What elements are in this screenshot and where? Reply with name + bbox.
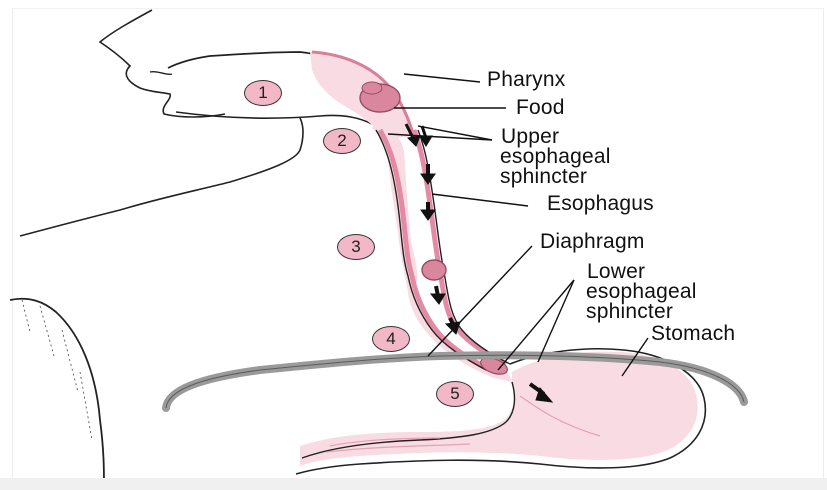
- back-hatching: [22, 300, 92, 440]
- label-upper-sphincter-2: esophageal: [500, 147, 611, 167]
- label-upper-sphincter-3: sphincter: [500, 167, 587, 187]
- label-diaphragm: Diaphragm: [540, 232, 645, 252]
- food-bolus-pharynx-2: [362, 82, 382, 94]
- step-marker-3: 3: [337, 234, 375, 260]
- label-upper-sphincter-1: Upper: [501, 127, 559, 147]
- label-lower-sphincter-3: sphincter: [586, 302, 673, 322]
- step-marker-2: 2: [323, 128, 361, 154]
- label-food: Food: [516, 98, 565, 118]
- leader-pharynx: [404, 74, 480, 82]
- nose-detail: [150, 72, 172, 75]
- label-pharynx: Pharynx: [487, 70, 565, 90]
- arrowhead-3: [421, 174, 435, 184]
- label-lower-sphincter-1: Lower: [587, 262, 645, 282]
- food-bolus-esophagus: [422, 260, 446, 280]
- neck-outline: [20, 118, 303, 236]
- bottom-bar: [0, 478, 827, 490]
- tongue: [176, 112, 372, 124]
- leader-esophagus: [432, 194, 528, 206]
- label-lower-sphincter-2: esophageal: [586, 282, 697, 302]
- label-stomach: Stomach: [651, 324, 735, 344]
- step-marker-5: 5: [436, 381, 474, 407]
- step-marker-4: 4: [372, 326, 410, 352]
- back-outline: [10, 299, 104, 488]
- step-marker-1: 1: [244, 80, 282, 106]
- label-esophagus: Esophagus: [547, 194, 654, 214]
- face-profile: [100, 10, 225, 117]
